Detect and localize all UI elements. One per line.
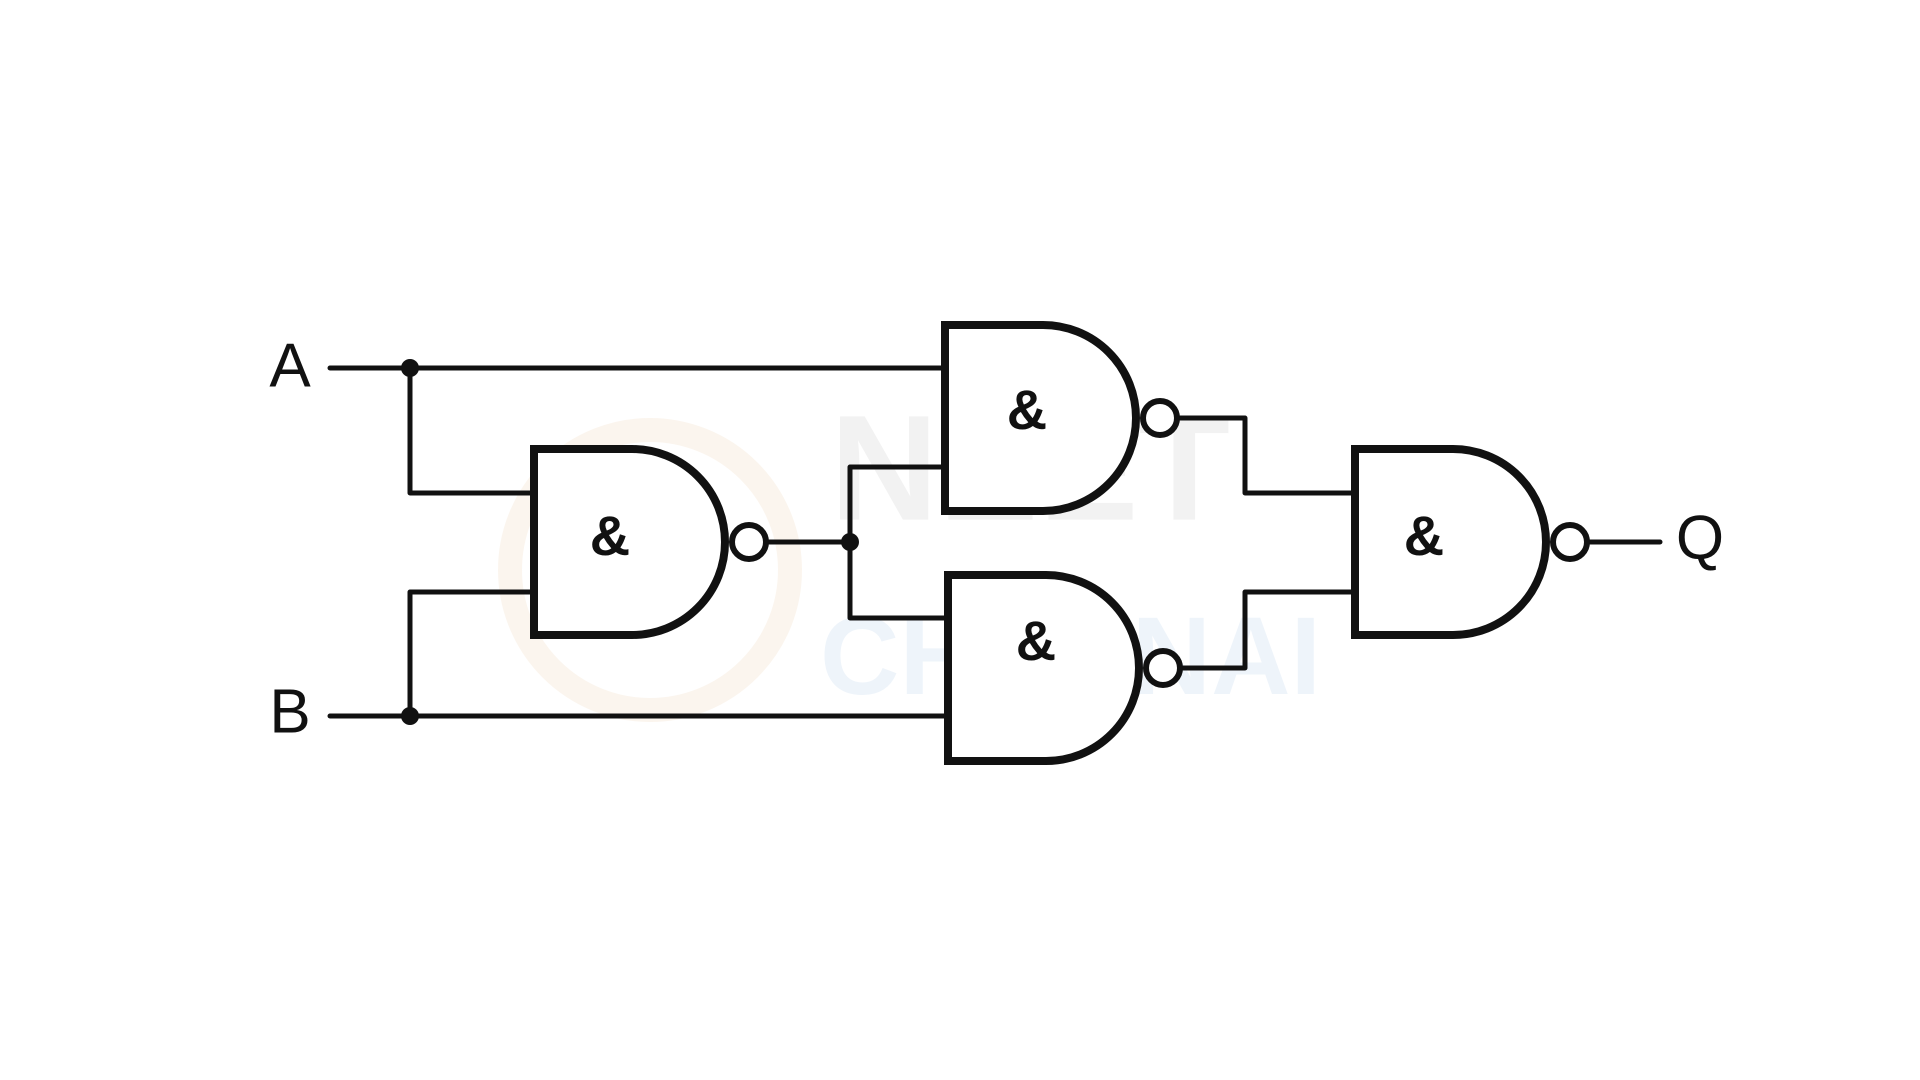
- junction-dot-b: [401, 707, 419, 725]
- wire-gate-2-to-gate-4: [1176, 415, 1358, 496]
- gate-1-symbol: &: [590, 504, 630, 567]
- nand-gate-4: &: [1351, 445, 1590, 639]
- io-labels: A B Q: [269, 331, 1724, 746]
- gate-4-inversion-bubble: [1550, 522, 1590, 562]
- gate-1-inversion-bubble: [729, 522, 769, 562]
- gate-3-symbol: &: [1016, 609, 1056, 672]
- input-label-a: A: [269, 331, 311, 400]
- gate-2-inversion-bubble: [1140, 398, 1180, 438]
- nand-gate-2: &: [941, 321, 1180, 515]
- gate-1-body: [530, 445, 729, 639]
- output-label-q: Q: [1676, 503, 1724, 572]
- gate-3-inversion-bubble: [1143, 648, 1183, 688]
- input-label-b: B: [269, 677, 310, 746]
- wire-gate-3-to-gate-4: [1179, 589, 1358, 671]
- watermark-logo-ring: [498, 418, 802, 722]
- wire-gate-1-to-gate-2: [847, 464, 948, 545]
- nand-gate-1: &: [530, 445, 769, 639]
- wire-a-to-gate-1: [407, 365, 537, 496]
- wire-b-to-gate-1: [407, 589, 537, 719]
- wire-gate-1-to-gate-3: [847, 539, 951, 621]
- gate-4-symbol: &: [1404, 504, 1444, 567]
- gate-2-symbol: &: [1007, 378, 1047, 441]
- gate-3-body: [944, 571, 1143, 765]
- junctions: [401, 359, 859, 725]
- junction-dot-a: [401, 359, 419, 377]
- nand-gate-3: &: [944, 571, 1183, 765]
- wires: [327, 365, 1663, 719]
- gate-2-body: [941, 321, 1140, 515]
- junction-dot-gate-1-output: [841, 533, 859, 551]
- gate-4-body: [1351, 445, 1550, 639]
